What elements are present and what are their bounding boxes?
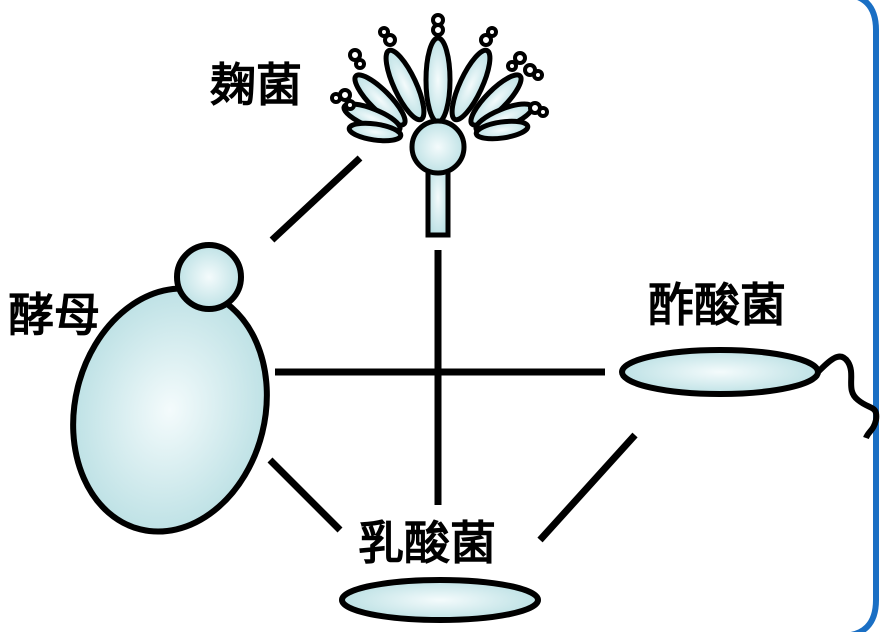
- koji-label: 麹菌: [210, 62, 302, 108]
- yeast-label: 酵母: [8, 292, 100, 338]
- lactic-acid-bacterium-icon: [342, 580, 538, 620]
- lactic-acid-bacteria-label: 乳酸菌: [358, 520, 496, 566]
- acetic-acid-bacterium-icon: [622, 350, 876, 438]
- flagellum: [818, 357, 876, 438]
- line-yeast-koji: [272, 158, 360, 240]
- line-yeast-lactic: [270, 460, 340, 530]
- line-acetic-lactic: [540, 435, 635, 540]
- acetic-acid-bacteria-label: 酢酸菌: [648, 282, 786, 328]
- koji-mold-icon: [332, 15, 547, 235]
- connector-lines: [270, 158, 635, 540]
